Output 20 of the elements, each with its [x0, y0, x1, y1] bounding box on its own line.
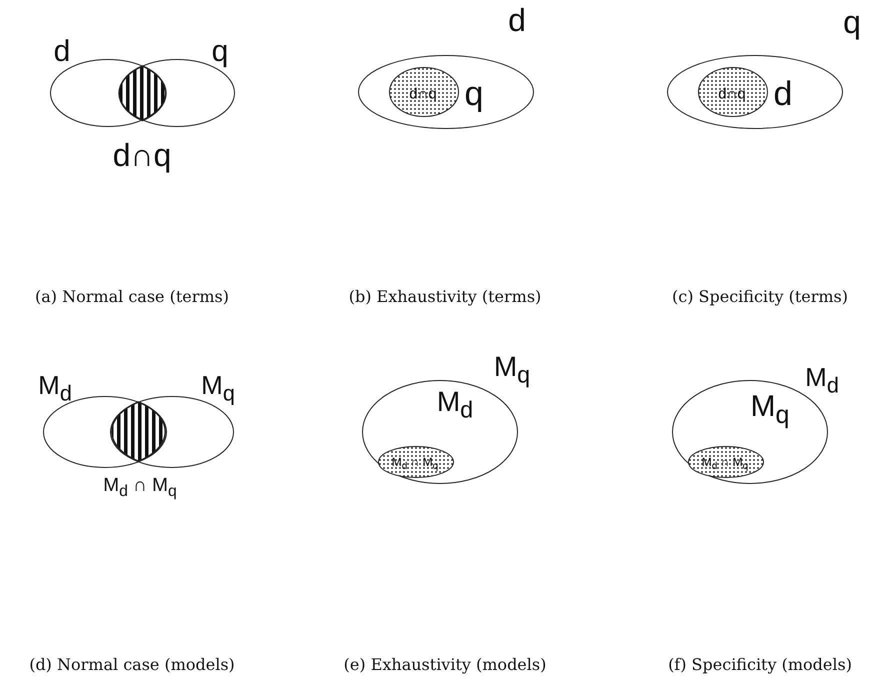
- subfigure-caption: (d) Normal case (models): [29, 655, 235, 674]
- set-label: d∩q: [112, 138, 172, 171]
- subfigure-caption: (b) Exhaustivity (terms): [348, 287, 542, 306]
- set-label: M$_{d}$: [436, 388, 474, 422]
- set-label: M$_{q}$: [201, 372, 235, 404]
- set-label: q: [843, 6, 861, 38]
- subfigure-caption: (c) Specificity (terms): [672, 287, 848, 306]
- subfigure-caption: (e) Exhaustivity (models): [344, 655, 546, 674]
- subfigure-caption: (a) Normal case (terms): [35, 287, 229, 306]
- set-label: M$_{q}$: [750, 392, 790, 428]
- set-label: d: [508, 4, 526, 36]
- set-label: q: [212, 37, 228, 67]
- set-label: M$_{d}$: [38, 372, 72, 404]
- set-label: M$_{d}$ ∩ M$_{q}$: [103, 476, 177, 500]
- set-label: M$_{d}$: [805, 364, 839, 396]
- set-label: d: [54, 37, 70, 67]
- set-label: q: [464, 77, 484, 111]
- set-label: d: [774, 77, 792, 111]
- set-label: M$_{q}$: [494, 353, 530, 387]
- subfigure-caption: (f) Specificity (models): [668, 655, 852, 674]
